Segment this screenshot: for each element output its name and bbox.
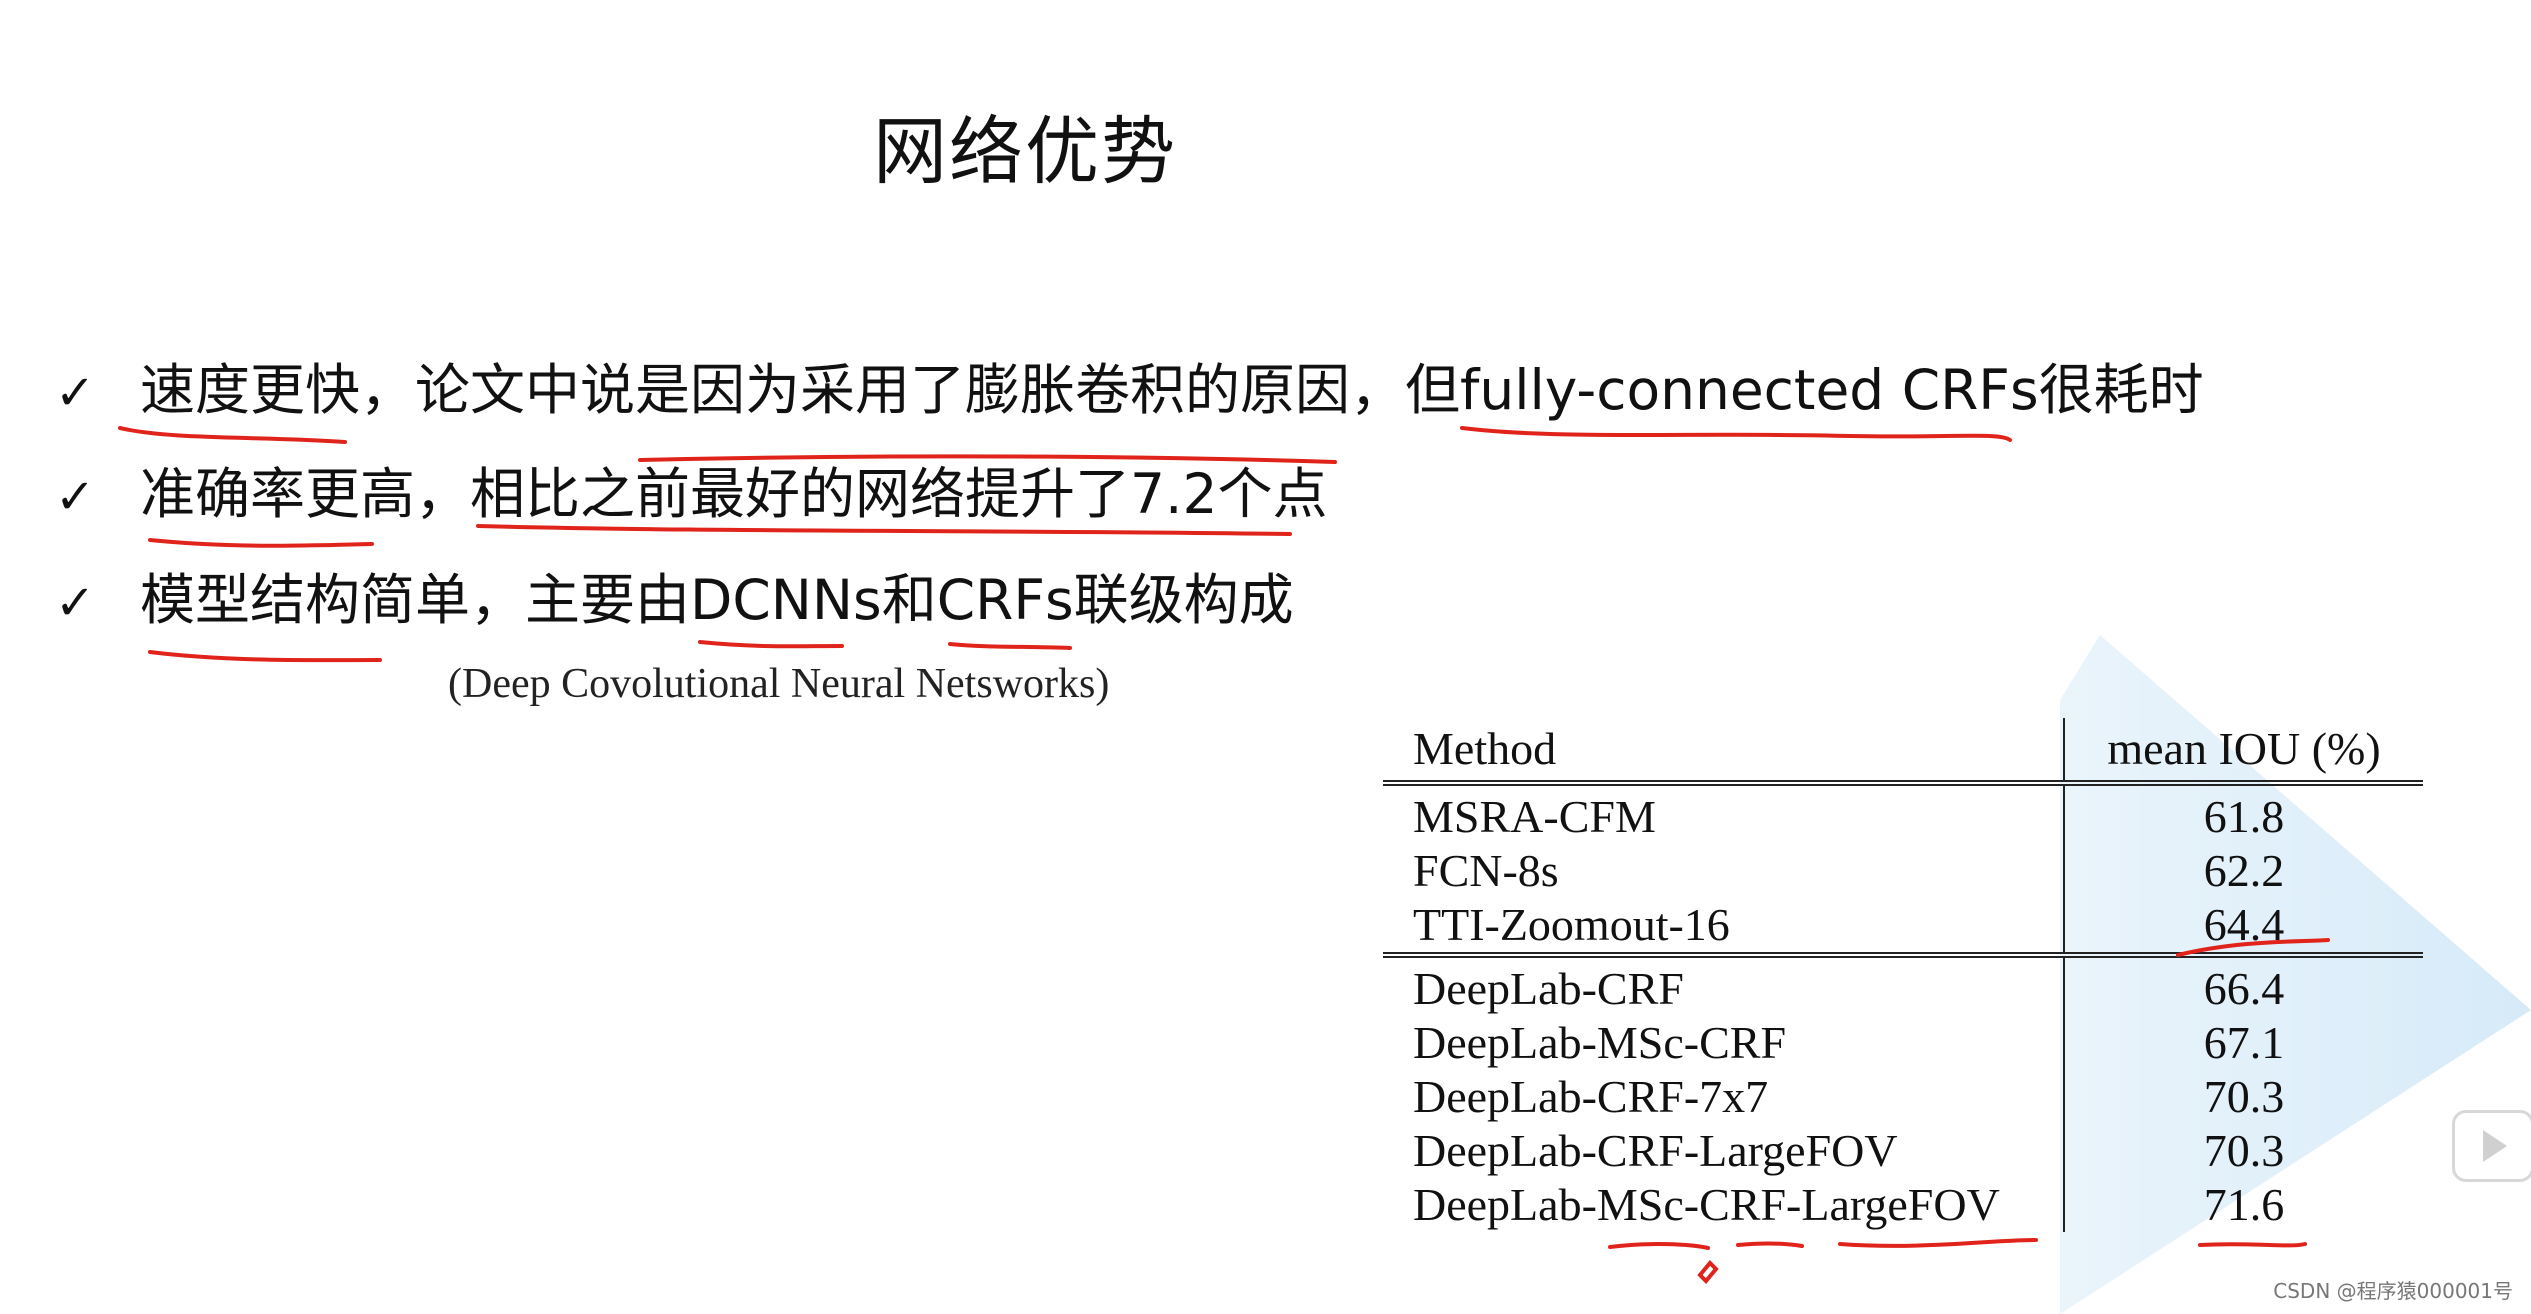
underline-msc (1608, 1242, 1710, 1250)
column-header-mean-iou: mean IOU (%) (2064, 718, 2423, 786)
bullet-item-structure: ✓ 模型结构简单，主要由DCNNs和CRFs联级构成 (55, 568, 1294, 635)
bullet-text: 速度更快，论文中说是因为采用了膨胀卷积的原因，但fully-connected … (140, 358, 2204, 422)
results-table-container: Method mean IOU (%) MSRA-CFM 61.8 FCN-8s… (1383, 718, 2423, 1232)
pen-cursor-icon (1697, 1260, 1719, 1284)
underline-accuracy (148, 538, 374, 548)
underline-crfs (948, 642, 1072, 650)
underline-fully-connected (1460, 426, 2012, 442)
csdn-watermark: CSDN @程序猿000001号 (2273, 1279, 2513, 1303)
dcnn-definition-note: (Deep Covolutional Neural Netsworks) (448, 661, 1110, 707)
check-icon: ✓ (55, 575, 96, 631)
method-cell: DeepLab-MSc-CRF (1383, 1016, 2065, 1070)
underline-score-71 (2198, 1242, 2307, 1248)
method-cell: MSRA-CFM (1383, 783, 2065, 844)
table-row: MSRA-CFM 61.8 (1383, 783, 2423, 844)
bullet-item-accuracy: ✓ 准确率更高，相比之前最好的网络提升了7.2个点 (55, 462, 1327, 529)
column-header-method: Method (1383, 718, 2065, 786)
table-row: DeepLab-CRF-LargeFOV 70.3 (1383, 1124, 2423, 1178)
slide-title: 网络优势 (873, 109, 1177, 195)
table-row: DeepLab-CRF 66.4 (1383, 955, 2423, 1016)
method-cell: TTI-Zoomout-16 (1383, 898, 2065, 958)
table-row: DeepLab-MSc-CRF 67.1 (1383, 1016, 2423, 1070)
underline-structure (148, 650, 382, 663)
table-row: TTI-Zoomout-16 64.4 (1383, 898, 2423, 958)
underline-speed (118, 426, 347, 444)
score-cell: 70.3 (2203, 1071, 2285, 1122)
bullet-text: 准确率更高，相比之前最好的网络提升了7.2个点 (140, 462, 1328, 526)
score-cell: 70.3 (2203, 1125, 2285, 1176)
method-cell: DeepLab-CRF-LargeFOV (1383, 1124, 2065, 1178)
score-cell: 71.6 (2203, 1179, 2285, 1230)
bullet-item-speed: ✓ 速度更快，论文中说是因为采用了膨胀卷积的原因，但fully-connected… (55, 358, 2204, 425)
table-row: FCN-8s 62.2 (1383, 844, 2423, 898)
method-cell: DeepLab-MSc-CRF-LargeFOV (1383, 1178, 2065, 1232)
check-icon: ✓ (55, 469, 96, 525)
method-cell: DeepLab-CRF (1383, 955, 2065, 1016)
method-cell: DeepLab-CRF-7x7 (1383, 1070, 2065, 1124)
method-cell: FCN-8s (1383, 844, 2065, 898)
underline-largefov (1838, 1238, 2038, 1248)
play-triangle-icon (2483, 1130, 2507, 1162)
table-header-row: Method mean IOU (%) (1383, 718, 2423, 786)
score-cell: 64.4 (2064, 898, 2423, 958)
results-table: Method mean IOU (%) MSRA-CFM 61.8 FCN-8s… (1383, 718, 2423, 1232)
score-cell: 61.8 (2203, 791, 2285, 842)
underline-crf (1736, 1241, 1804, 1248)
table-row: DeepLab-CRF-7x7 70.3 (1383, 1070, 2423, 1124)
check-icon: ✓ (55, 365, 96, 421)
underline-dcnns (698, 640, 844, 649)
score-cell: 67.1 (2203, 1017, 2285, 1068)
table-row: DeepLab-MSc-CRF-LargeFOV 71.6 (1383, 1178, 2423, 1232)
bullet-text: 模型结构简单，主要由DCNNs和CRFs联级构成 (140, 568, 1294, 632)
video-play-icon[interactable] (2452, 1110, 2531, 1182)
score-cell: 62.2 (2203, 845, 2285, 896)
score-cell: 66.4 (2203, 963, 2285, 1014)
